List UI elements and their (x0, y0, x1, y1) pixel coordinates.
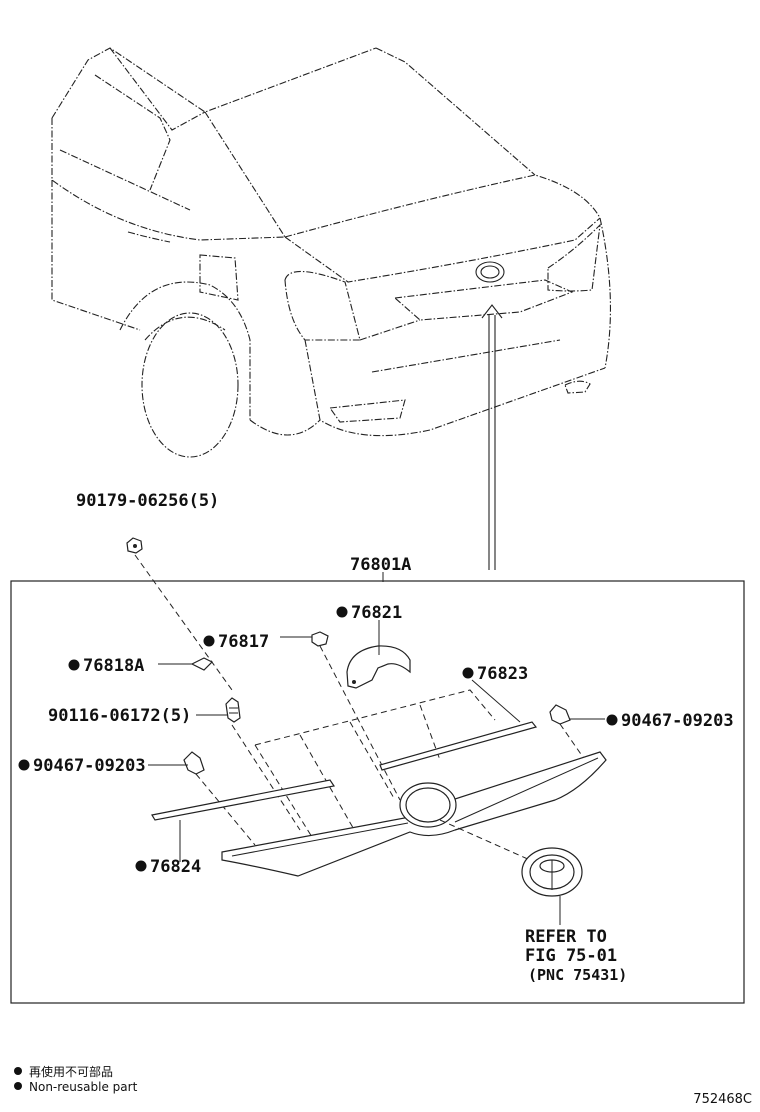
marker-76824 (135, 860, 147, 872)
marker-76823 (462, 667, 474, 679)
reference-line-1: REFER TO (525, 927, 607, 947)
part-76817-clip (311, 631, 329, 647)
marker-clip-left (18, 759, 30, 771)
part-76824-strip (151, 779, 336, 821)
label-bolt-top: 90179-06256(5) (76, 491, 219, 511)
assembly-box (10, 580, 745, 1004)
marker-76818a (68, 659, 80, 671)
clip-right-icon (549, 704, 571, 725)
label-bolt-mid: 90116-06172(5) (48, 706, 191, 726)
clip-left-icon (183, 751, 205, 775)
legend-japanese: 再使用不可部品 (14, 1063, 113, 1080)
marker-clip-right (606, 714, 618, 726)
legend-en-text: Non-reusable part (29, 1080, 138, 1094)
label-76824: 76824 (150, 857, 201, 877)
figure-id: 752468C (693, 1092, 752, 1107)
label-assembly: 76801A (350, 555, 411, 575)
reference-line-2: FIG 75-01 (525, 946, 617, 966)
car-illustration (51, 47, 611, 458)
part-76821-bracket (346, 645, 411, 689)
label-76817: 76817 (218, 632, 269, 652)
legend-marker-icon (14, 1082, 22, 1090)
bolt-90116-icon (225, 697, 241, 723)
label-clip-right: 90467-09203 (621, 711, 734, 731)
part-76818a-seal (190, 657, 214, 671)
part-76823-strip (379, 721, 538, 771)
location-arrow (481, 304, 503, 570)
label-76821: 76821 (351, 603, 402, 623)
legend-jp-text: 再使用不可部品 (29, 1065, 114, 1079)
legend-english: Non-reusable part (14, 1080, 137, 1094)
label-76823: 76823 (477, 664, 528, 684)
reference-line-3: (PNC 75431) (528, 966, 627, 984)
bolt-top-icon (126, 537, 143, 554)
marker-76817 (203, 635, 215, 647)
label-clip-left: 90467-09203 (33, 756, 146, 776)
emblem-icon (521, 847, 583, 897)
main-garnish-76801a (221, 751, 607, 877)
legend-marker-icon (14, 1067, 22, 1075)
marker-76821 (336, 606, 348, 618)
label-76818a: 76818A (83, 656, 144, 676)
